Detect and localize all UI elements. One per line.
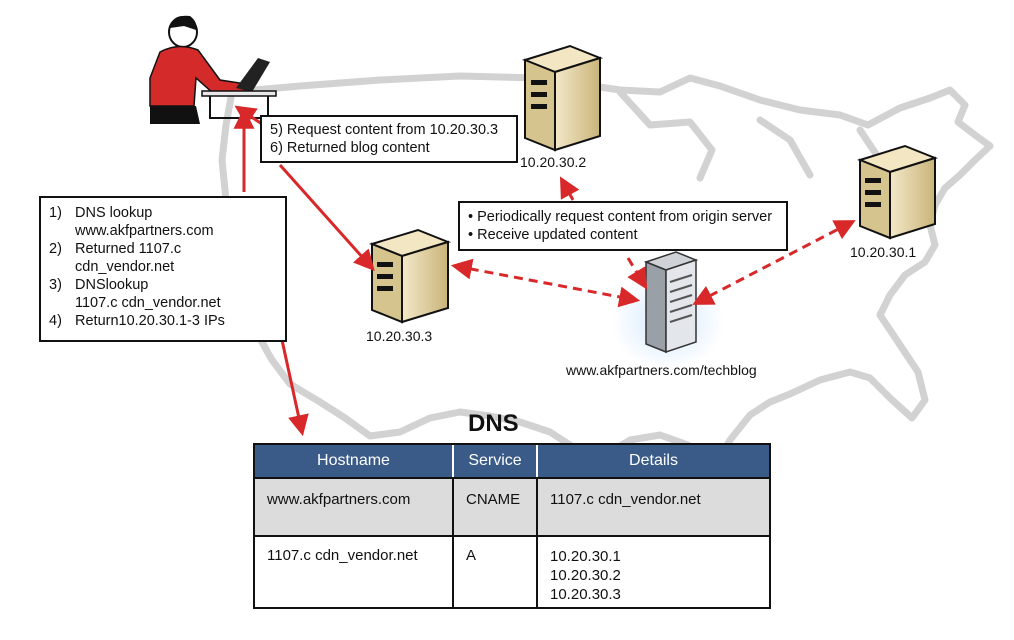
dns-table-header: Hostname Service Details bbox=[255, 445, 769, 479]
origin-note-2: • Receive updated content bbox=[468, 227, 638, 243]
step-3-detail: 1107.c cdn_vendor.net bbox=[75, 295, 221, 311]
dns-lookup-steps-box: 1)DNS lookup www.akfpartners.com 2)Retur… bbox=[39, 196, 287, 342]
dns-title: DNS bbox=[468, 410, 519, 437]
step-2: 2)Returned 1107.c cdn_vendor.net bbox=[49, 241, 182, 275]
server-3-label: 10.20.30.3 bbox=[366, 328, 433, 344]
server-1-label: 10.20.30.1 bbox=[850, 244, 917, 260]
arrow-origin-note bbox=[626, 257, 648, 290]
cache-server-3-icon bbox=[368, 228, 452, 324]
cache-server-2-icon bbox=[522, 44, 603, 152]
row-2-detail-3: 10.20.30.3 bbox=[550, 586, 621, 603]
arrow-to-dns-table bbox=[280, 339, 309, 437]
col-details: Details bbox=[537, 445, 769, 479]
row-2-service: A bbox=[453, 536, 538, 607]
dns-table: Hostname Service Details www.akfpartners… bbox=[253, 443, 771, 609]
origin-server-icon bbox=[612, 251, 724, 370]
user-at-laptop-icon bbox=[149, 15, 277, 124]
step-3: 3)DNSlookup bbox=[49, 277, 149, 293]
step-5: 5) Request content from 10.20.30.3 bbox=[270, 122, 499, 138]
origin-refresh-box: • Periodically request content from orig… bbox=[458, 201, 788, 251]
table-row: 1107.c cdn_vendor.net A 10.20.30.1 10.20… bbox=[255, 536, 769, 607]
row-2-hostname: 1107.c cdn_vendor.net bbox=[255, 536, 454, 607]
cache-server-1-icon bbox=[857, 144, 938, 240]
row-2-detail-1: 10.20.30.1 bbox=[550, 548, 621, 565]
origin-server-label: www.akfpartners.com/techblog bbox=[566, 362, 757, 378]
origin-note-1: • Periodically request content from orig… bbox=[468, 209, 773, 225]
col-hostname: Hostname bbox=[255, 445, 454, 479]
row-2-details: 10.20.30.1 10.20.30.2 10.20.30.3 bbox=[537, 536, 769, 607]
row-1-details: 1107.c cdn_vendor.net bbox=[537, 478, 769, 537]
step-6: 6) Returned blog content bbox=[270, 140, 430, 156]
step-1-detail: www.akfpartners.com bbox=[75, 223, 214, 239]
arrow-user-to-box bbox=[234, 105, 263, 127]
step-1: 1)DNS lookup bbox=[49, 205, 153, 221]
row-2-detail-2: 10.20.30.2 bbox=[550, 567, 621, 584]
server-2-label: 10.20.30.2 bbox=[520, 154, 587, 170]
row-1-hostname: www.akfpartners.com bbox=[255, 478, 454, 537]
arrows bbox=[233, 105, 856, 437]
arrow-origin-server3 bbox=[450, 258, 641, 308]
arrow-origin-server2 bbox=[559, 176, 580, 201]
col-service: Service bbox=[453, 445, 538, 479]
arrow-request-to-server3 bbox=[278, 164, 375, 272]
row-1-service: CNAME bbox=[453, 478, 538, 537]
table-row: www.akfpartners.com CNAME 1107.c cdn_ven… bbox=[255, 478, 769, 537]
request-content-box: 5) Request content from 10.20.30.3 6) Re… bbox=[260, 115, 518, 163]
step-4: 4)Return10.20.30.1-3 IPs bbox=[49, 313, 225, 329]
